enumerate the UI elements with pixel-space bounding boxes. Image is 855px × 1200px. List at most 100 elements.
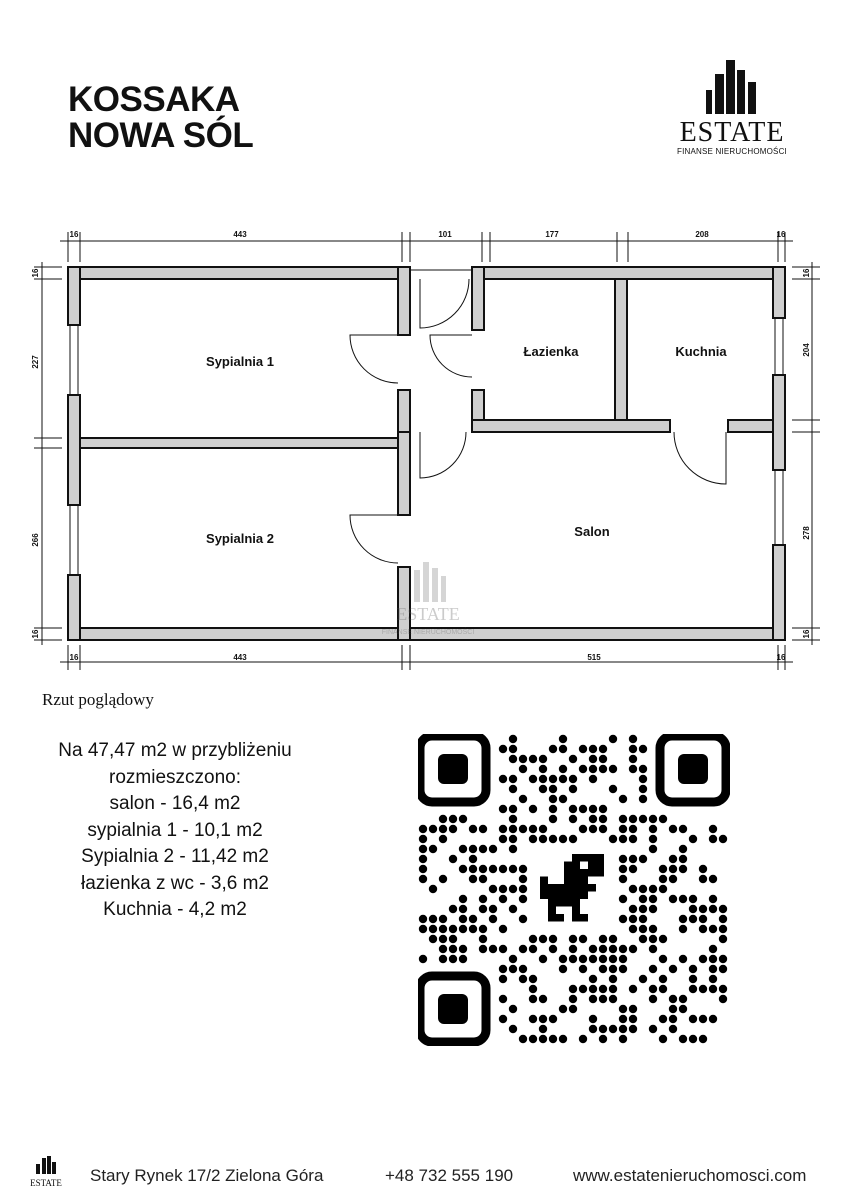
qr-module — [458, 864, 468, 874]
qr-module — [428, 914, 438, 924]
qr-module — [648, 834, 658, 844]
footer-phone[interactable]: +48 732 555 190 — [385, 1166, 514, 1185]
qr-module — [528, 934, 538, 944]
qr-module — [678, 914, 688, 924]
qr-module — [578, 964, 588, 974]
qr-module — [628, 754, 638, 764]
qr-module — [498, 944, 508, 954]
qr-module — [478, 944, 488, 954]
qr-module — [418, 834, 428, 844]
estate-logo: ESTATE FINANSE NIERUCHOMOŚCI — [676, 60, 788, 156]
qr-module — [598, 1034, 608, 1044]
qr-module — [448, 944, 458, 954]
qr-module — [598, 824, 608, 834]
qr-module — [498, 894, 508, 904]
qr-module — [528, 824, 538, 834]
qr-module — [708, 894, 718, 904]
qr-module — [558, 794, 568, 804]
qr-module — [708, 974, 718, 984]
qr-module — [578, 804, 588, 814]
qr-module — [428, 924, 438, 934]
qr-module — [598, 964, 608, 974]
wall — [471, 266, 786, 280]
qr-module — [508, 954, 518, 964]
wall — [397, 566, 411, 641]
qr-module — [628, 824, 638, 834]
dino-icon-pixel — [572, 854, 580, 862]
qr-module — [708, 964, 718, 974]
qr-module — [538, 994, 548, 1004]
qr-module — [598, 1024, 608, 1034]
dino-icon-pixel — [580, 914, 588, 922]
qr-module — [538, 784, 548, 794]
watermark-tagline: FINANSE NIERUCHOMOŚCI — [382, 627, 475, 636]
qr-module — [418, 914, 428, 924]
dim-top: 101 — [438, 230, 452, 239]
qr-finder-center — [438, 994, 468, 1024]
qr-module — [548, 814, 558, 824]
qr-module — [508, 1024, 518, 1034]
qr-module — [428, 934, 438, 944]
qr-module — [538, 1024, 548, 1034]
qr-module — [698, 914, 708, 924]
dino-icon-pixel — [572, 899, 580, 907]
qr-module — [568, 984, 578, 994]
window — [69, 324, 79, 396]
qr-module — [708, 834, 718, 844]
qr-module — [548, 784, 558, 794]
qr-module — [508, 864, 518, 874]
dim-top: 177 — [545, 230, 559, 239]
qr-module — [608, 994, 618, 1004]
qr-module — [618, 794, 628, 804]
qr-module — [708, 874, 718, 884]
qr-module — [508, 774, 518, 784]
qr-module — [648, 814, 658, 824]
qr-module — [688, 1014, 698, 1024]
qr-module — [688, 984, 698, 994]
title-city: NOWA SÓL — [68, 116, 254, 155]
room-label-kuchnia: Kuchnia — [675, 344, 727, 359]
room-label-lazienka: Łazienka — [524, 344, 580, 359]
qr-module — [718, 994, 728, 1004]
dino-icon-pixel — [548, 914, 556, 922]
qr-module — [488, 904, 498, 914]
dino-icon-pixel — [564, 869, 572, 877]
qr-module — [558, 734, 568, 744]
qr-module — [578, 954, 588, 964]
qr-module — [528, 1014, 538, 1024]
qr-module — [498, 994, 508, 1004]
qr-module — [568, 934, 578, 944]
qr-module — [418, 824, 428, 834]
qr-module — [628, 984, 638, 994]
qr-module — [598, 754, 608, 764]
window — [774, 469, 784, 546]
qr-module — [538, 824, 548, 834]
buildings-icon — [706, 60, 756, 114]
qr-module — [488, 844, 498, 854]
qr-module — [708, 1014, 718, 1024]
dino-icon-pixel — [588, 869, 596, 877]
dino-icon-pixel — [596, 854, 604, 862]
qr-module — [448, 954, 458, 964]
wall — [67, 574, 81, 641]
qr-module — [688, 914, 698, 924]
qr-module — [438, 834, 448, 844]
qr-module — [618, 864, 628, 874]
qr-module — [648, 944, 658, 954]
wall — [67, 266, 411, 280]
qr-module — [628, 1004, 638, 1014]
qr-module — [518, 914, 528, 924]
qr-module — [498, 924, 508, 934]
qr-module — [578, 744, 588, 754]
dim-right: 16 — [802, 268, 811, 277]
qr-module — [548, 774, 558, 784]
qr-code[interactable] — [418, 734, 730, 1046]
dim-right: 278 — [802, 526, 811, 540]
qr-module — [568, 814, 578, 824]
qr-module — [498, 824, 508, 834]
qr-module — [448, 934, 458, 944]
footer-website[interactable]: www.estatenieruchomosci.com — [573, 1166, 807, 1185]
plan-caption: Rzut poglądowy — [42, 690, 154, 709]
qr-module — [718, 914, 728, 924]
qr-module — [468, 924, 478, 934]
